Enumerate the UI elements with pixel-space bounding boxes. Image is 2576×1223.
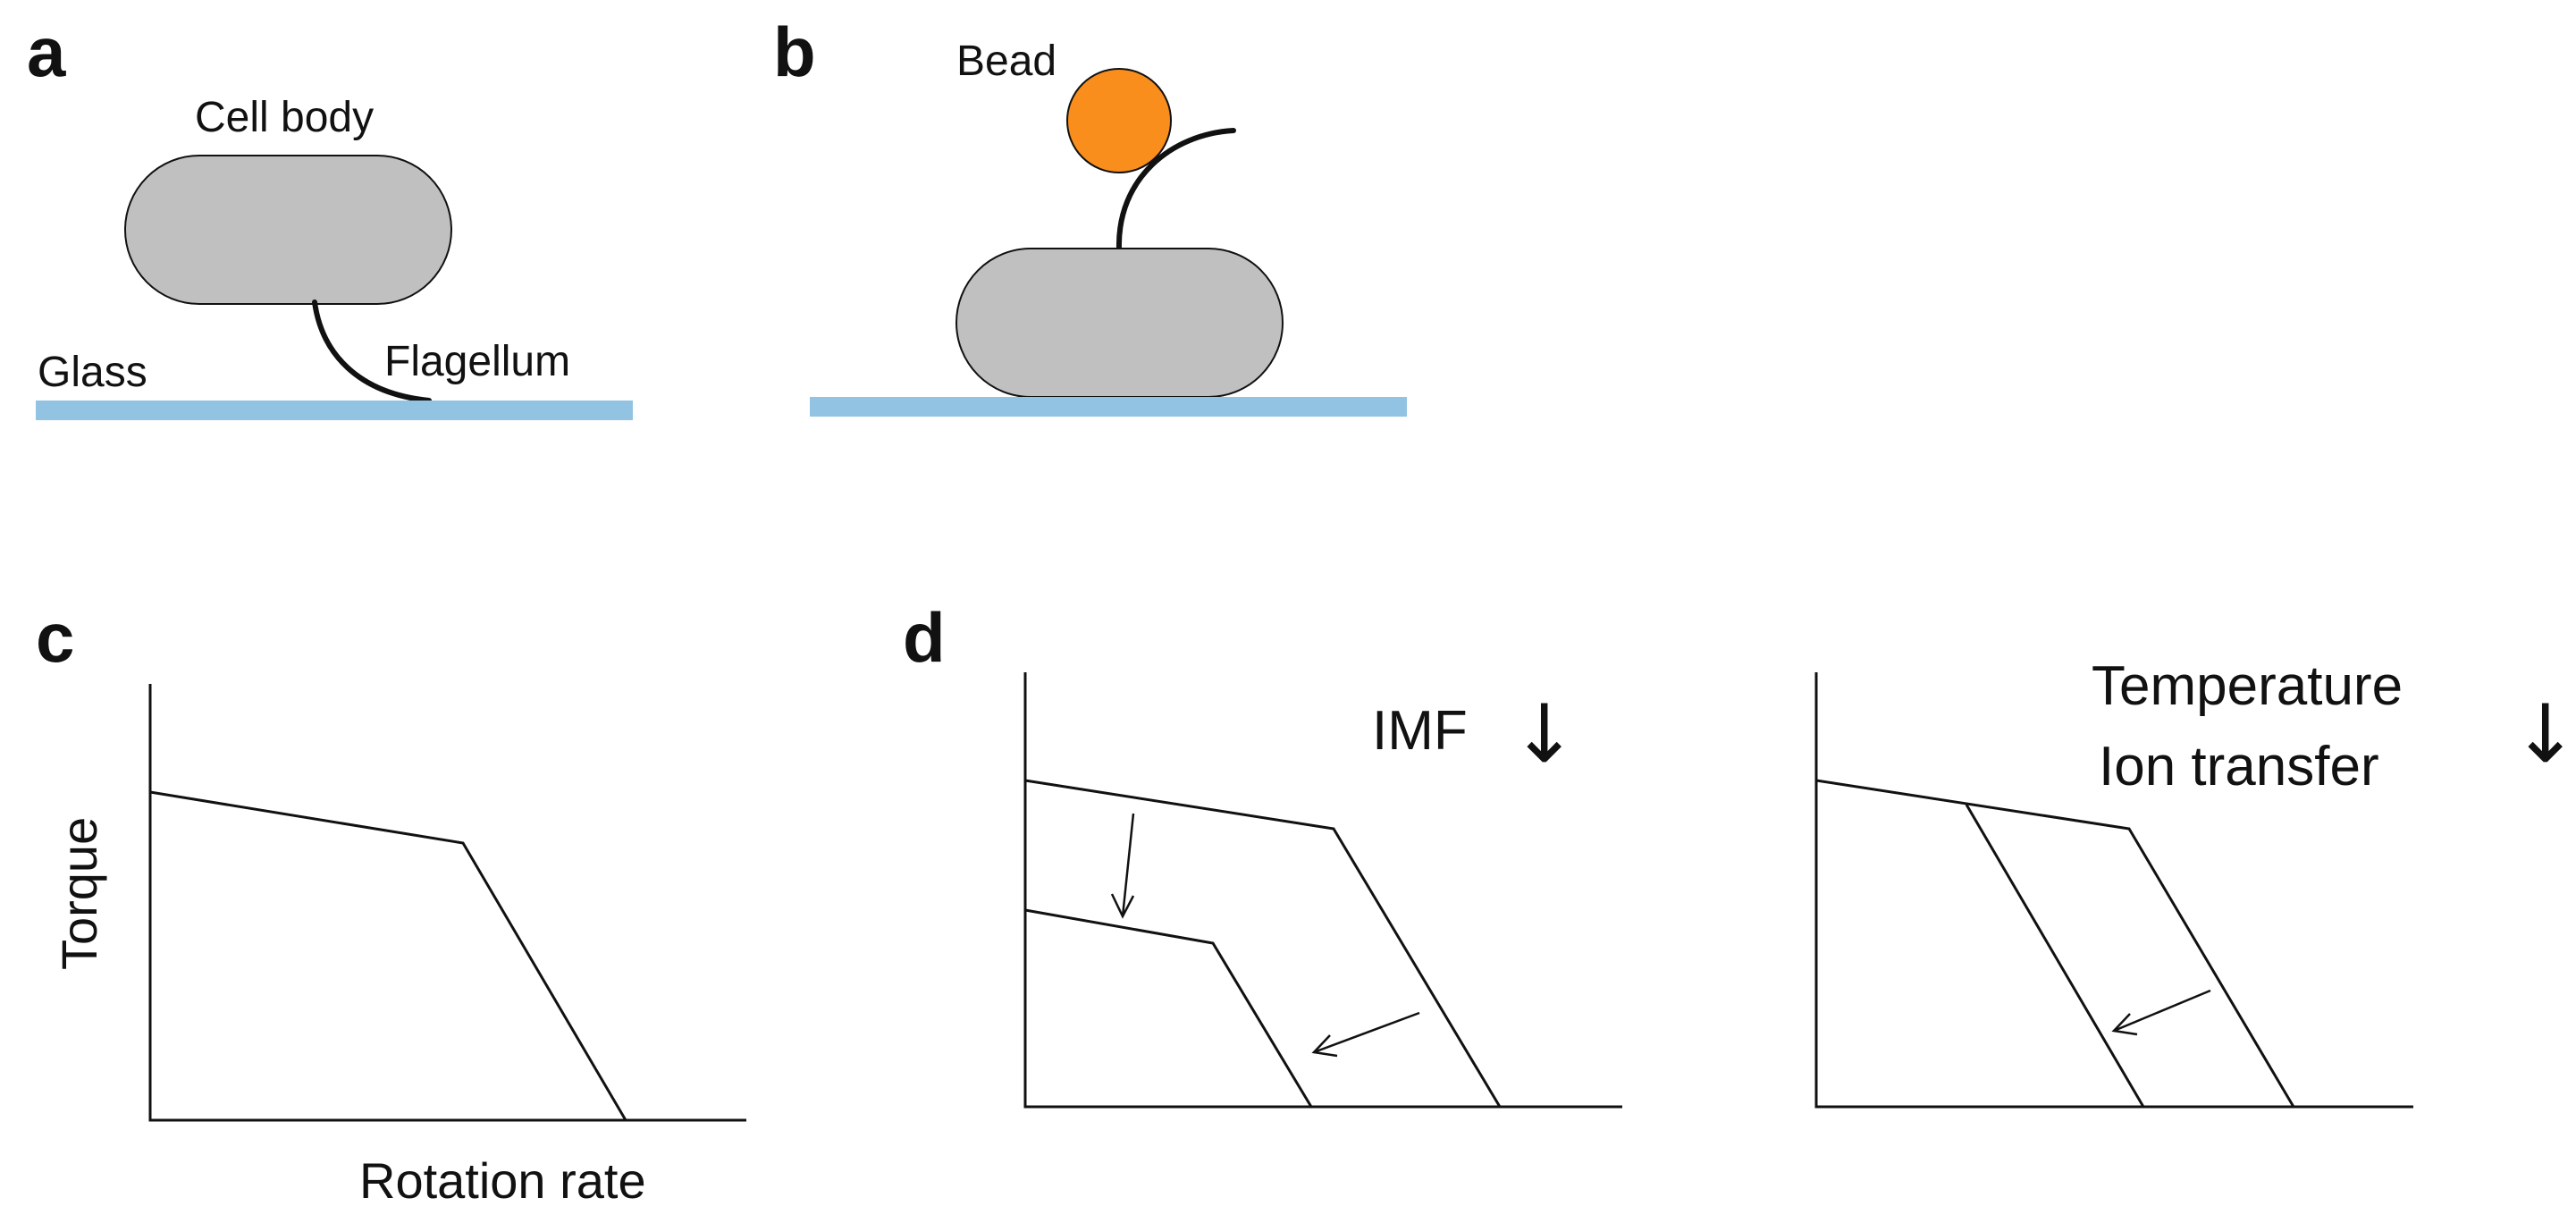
panel-b: b Bead bbox=[773, 13, 1407, 417]
panel-d: d IMF ↓ Temperature Ion transfer ↓ bbox=[903, 598, 2576, 1109]
panel-a: a Cell body Glass Flagellum bbox=[27, 13, 633, 420]
panel-d-letter: d bbox=[903, 598, 946, 677]
torque-axis-label: Torque bbox=[51, 817, 107, 970]
bead bbox=[1066, 68, 1172, 173]
cell-body-label: Cell body bbox=[195, 94, 374, 141]
temperature-down-arrow: ↓ bbox=[2512, 687, 2576, 781]
arrow-speed-left-head bbox=[1311, 1034, 1338, 1058]
imf-down-arrow: ↓ bbox=[1511, 687, 1578, 781]
temperature-label: Temperature bbox=[2092, 655, 2403, 717]
arrow-torque-down-head bbox=[1110, 893, 1135, 919]
curve-low-temperature bbox=[1965, 804, 2145, 1108]
arrow-shift-left bbox=[2113, 989, 2211, 1033]
ion-transfer-label: Ion transfer bbox=[2099, 736, 2379, 797]
arrow-speed-left bbox=[1313, 1011, 1420, 1054]
panel-b-letter: b bbox=[773, 13, 816, 91]
curve-high-temperature bbox=[1815, 779, 2295, 1108]
arrow-shift-left-head bbox=[2111, 1013, 2138, 1036]
panel-d-left-plot: IMF ↓ bbox=[1023, 672, 1622, 1109]
panel-c-axes bbox=[148, 684, 746, 1122]
panel-c: c Torque Rotation rate bbox=[36, 598, 746, 1209]
bead-label: Bead bbox=[956, 38, 1056, 85]
curve-low-imf bbox=[1024, 908, 1313, 1108]
panel-c-letter: c bbox=[36, 598, 74, 677]
glass-surface-a bbox=[36, 401, 633, 420]
curve-high-imf bbox=[1024, 779, 1502, 1108]
panel-d-left-axes bbox=[1023, 672, 1622, 1109]
panel-d-right-plot: Temperature Ion transfer ↓ bbox=[1814, 655, 2576, 1109]
flagellum-a bbox=[312, 299, 432, 403]
flagellum-b bbox=[1115, 128, 1236, 251]
flagellum-label: Flagellum bbox=[384, 338, 570, 385]
glass-label: Glass bbox=[38, 349, 147, 396]
arrow-torque-down bbox=[1121, 813, 1135, 917]
rotation-rate-axis-label: Rotation rate bbox=[359, 1152, 646, 1209]
panel-d-right-axes bbox=[1814, 672, 2413, 1109]
panel-a-letter: a bbox=[27, 13, 66, 91]
tethered-cell-body bbox=[124, 155, 452, 305]
torque-speed-curve bbox=[149, 790, 627, 1121]
imf-label: IMF bbox=[1372, 700, 1468, 762]
glass-surface-b bbox=[810, 397, 1407, 417]
attached-cell-body bbox=[955, 248, 1284, 398]
